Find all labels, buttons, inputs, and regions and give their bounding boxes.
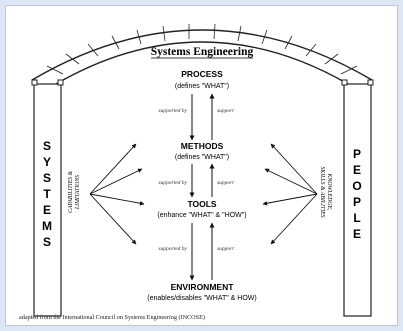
supported-by-label: supported by xyxy=(158,246,187,252)
fan-arrow-right xyxy=(270,193,318,245)
left-pillar-cap-left xyxy=(31,79,38,86)
systems-letter: E xyxy=(43,203,51,217)
left-pillar-cap-right xyxy=(57,79,64,86)
fan-arrow-right xyxy=(262,193,318,206)
knowledge-annotation: KNOWLEDGE, xyxy=(326,173,332,211)
people-letter: E xyxy=(353,227,361,241)
caption: adapted from the International Council o… xyxy=(19,314,205,321)
fan-arrow-right xyxy=(270,143,318,195)
fan-arrow-left xyxy=(89,193,145,206)
diagram-frame: S Y S T E M S P E O P L E Systems Engine… xyxy=(5,5,398,326)
people-letter: P xyxy=(353,195,361,209)
support-label: support xyxy=(217,246,234,252)
systems-letter: T xyxy=(43,187,51,201)
tools-sub: (enhance "WHAT" & "HOW") xyxy=(157,212,246,219)
systems-letter: M xyxy=(42,219,52,233)
supported-by-label: supported by xyxy=(158,180,187,186)
environment-label: ENVIRONMENT xyxy=(171,282,235,292)
systems-letter: S xyxy=(43,235,51,249)
skills-annotation: SKILLS & ABILITIES xyxy=(319,166,325,217)
people-letter: E xyxy=(353,163,361,177)
systems-engineering-diagram: S Y S T E M S P E O P L E Systems Engine… xyxy=(19,23,374,321)
diagram-title: Systems Engineering xyxy=(151,46,254,58)
fan-arrow-left xyxy=(89,143,137,195)
process-label: PROCESS xyxy=(181,69,223,79)
people-letter: O xyxy=(352,179,361,193)
fan-arrow-left xyxy=(89,193,137,245)
supported-by-label: supported by xyxy=(158,108,187,114)
support-label: support xyxy=(217,180,234,186)
process-sub: (defines "WHAT") xyxy=(175,83,229,90)
limitations-annotation: LIMITATIONS xyxy=(75,175,81,210)
systems-letter: S xyxy=(43,171,51,185)
systems-letter: Y xyxy=(43,155,51,169)
right-pillar-cap-right xyxy=(367,79,374,86)
systems-letter: S xyxy=(43,139,51,153)
methods-sub: (defines "WHAT") xyxy=(175,154,229,161)
left-pillar xyxy=(33,83,62,317)
tools-label: TOOLS xyxy=(187,199,216,209)
environment-sub: (enables/disables "WHAT" & HOW) xyxy=(147,295,256,302)
fan-arrow-left xyxy=(89,168,143,195)
capabilities-annotation: CAPABILITIES & xyxy=(68,171,74,213)
people-letter: P xyxy=(353,147,361,161)
support-label: support xyxy=(217,108,234,114)
fan-arrow-right xyxy=(264,168,318,195)
right-pillar xyxy=(343,83,372,317)
arch xyxy=(31,23,373,85)
methods-label: METHODS xyxy=(181,141,224,151)
right-pillar-cap-left xyxy=(341,79,348,86)
people-letter: L xyxy=(353,211,360,225)
